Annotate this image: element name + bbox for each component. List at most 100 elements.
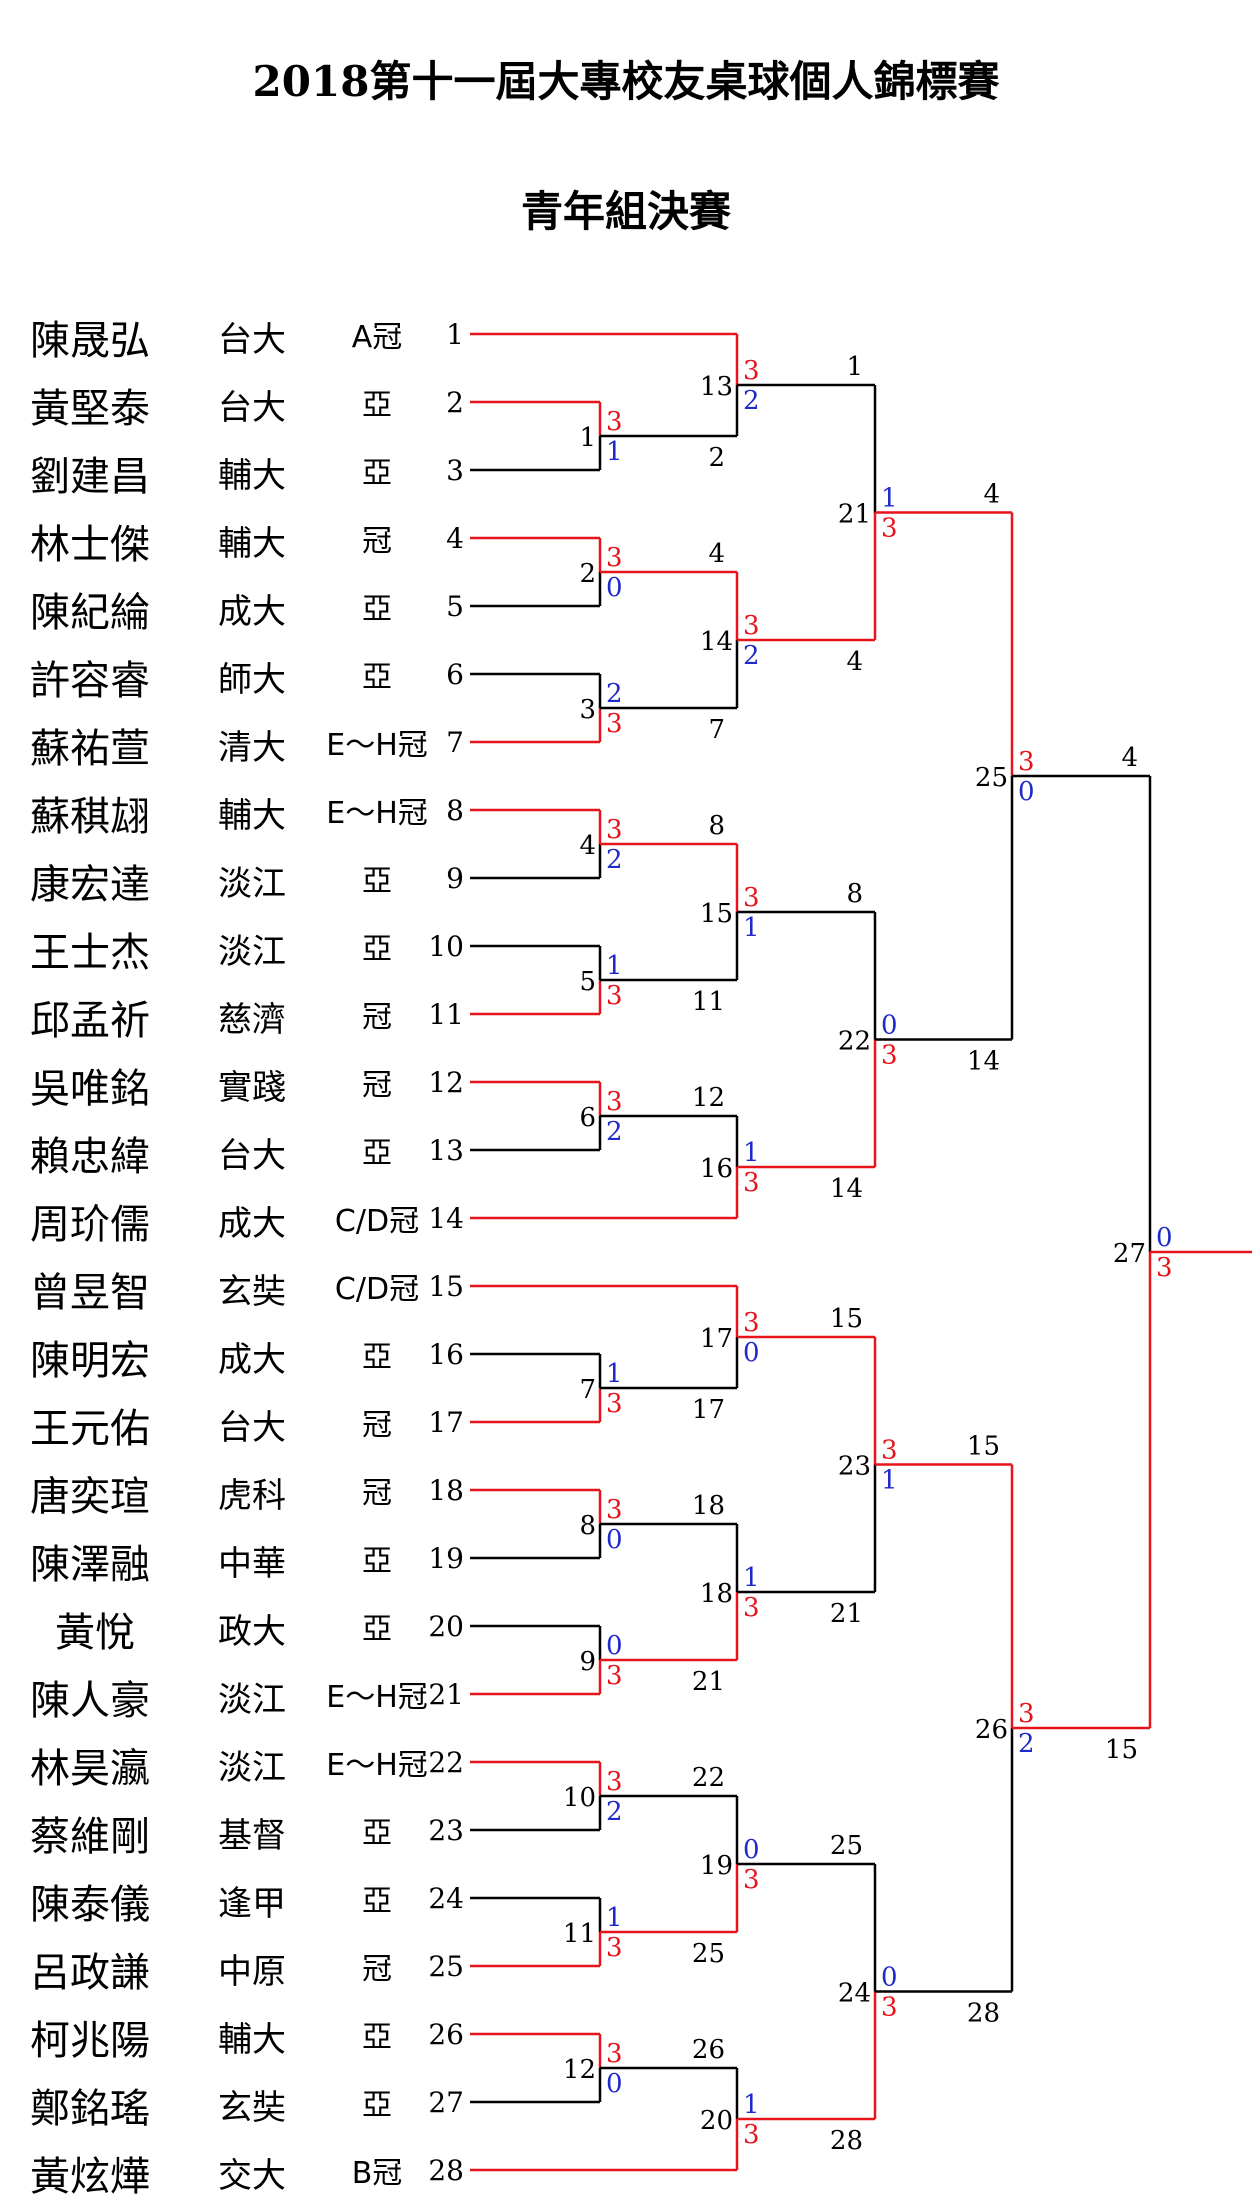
player-seed: 1 [446,318,464,351]
player-name: 蔡維剛 [30,1814,150,1860]
match-score: 0 [606,1525,623,1555]
match-score: 0 [1156,1223,1173,1253]
player-name: 劉建昌 [30,454,150,500]
match-score: 3 [606,1767,623,1797]
match-score: 2 [743,641,760,671]
player-seed: 5 [446,590,464,623]
player-qualifier: 冠 [362,1068,392,1103]
player-qualifier: 亞 [362,1612,392,1647]
match-score: 3 [743,883,760,913]
match-score: 2 [606,679,623,709]
player-qualifier: 亞 [362,864,392,899]
player-name: 陳泰儀 [30,1882,150,1928]
advance-label: 22 [692,1763,725,1793]
player-qualifier: 亞 [362,932,392,967]
player-qualifier: 亞 [362,660,392,695]
player-school: 慈濟 [218,1000,286,1040]
player-qualifier: 冠 [362,1408,392,1443]
player-school: 台大 [218,1408,286,1448]
player-name: 曾昱智 [30,1270,150,1316]
match-score: 2 [1018,1729,1035,1759]
match-score: 3 [1156,1253,1173,1283]
player-school: 虎科 [218,1476,286,1516]
player-seed: 23 [428,1814,464,1847]
match-score: 3 [743,1593,760,1623]
match-score: 0 [881,1011,898,1041]
player-school: 淡江 [218,864,286,904]
player-seed: 7 [446,726,464,759]
player-seed: 4 [446,522,464,555]
player-school: 中原 [218,1952,286,1992]
player-seed: 6 [446,658,464,691]
player-qualifier: 亞 [362,1340,392,1375]
player-seed: 11 [428,998,464,1031]
match-score: 1 [606,1359,623,1389]
match-score: 3 [606,1933,623,1963]
player-seed: 19 [428,1542,464,1575]
player-name: 林士傑 [30,522,150,568]
player-school: 清大 [218,728,286,768]
match-score: 1 [743,2090,760,2120]
player-seed: 17 [428,1406,464,1439]
player-school: 輔大 [218,2020,286,2060]
match-score: 0 [881,1963,898,1993]
player-seed: 3 [446,454,464,487]
advance-label: 17 [692,1395,725,1425]
match-score: 3 [881,1436,898,1466]
player-seed: 14 [428,1202,464,1235]
match-number: 7 [579,1375,596,1405]
match-score: 3 [881,514,898,544]
match-number: 14 [700,627,733,657]
match-number: 22 [838,1027,871,1057]
match-score: 1 [606,437,623,467]
player-school: 成大 [218,592,286,632]
player-qualifier: E～H冠 [326,728,428,763]
player-qualifier: B冠 [351,2156,403,2191]
match-number: 16 [700,1154,733,1184]
division-subtitle: 青年組決賽 [520,187,731,236]
match-score: 0 [606,573,623,603]
player-name: 蘇稘翃 [30,794,150,840]
player-name: 呂政謙 [30,1950,150,1996]
match-number: 23 [838,1452,871,1482]
player-qualifier: 冠 [362,1000,392,1035]
match-score: 3 [606,815,623,845]
player-school: 台大 [218,1136,286,1176]
match-score: 3 [743,1168,760,1198]
player-name: 邱孟祈 [30,998,150,1044]
player-school: 師大 [218,660,286,700]
match-score: 3 [881,1041,898,1071]
player-school: 成大 [218,1340,286,1380]
player-qualifier: 亞 [362,592,392,627]
player-name: 周玠儒 [30,1202,150,1248]
match-score: 2 [606,1117,623,1147]
match-score: 3 [606,543,623,573]
player-qualifier: 亞 [362,388,392,423]
match-number: 4 [579,831,596,861]
player-name: 陳晟弘 [30,318,150,364]
match-number: 1 [579,423,596,453]
player-school: 政大 [218,1612,286,1652]
player-seed: 24 [428,1882,464,1915]
player-qualifier: 冠 [362,1476,392,1511]
match-number: 25 [975,763,1008,793]
player-qualifier: 亞 [362,2020,392,2055]
player-school: 淡江 [218,1680,286,1720]
match-score: 1 [743,1138,760,1168]
player-seed: 28 [428,2154,464,2187]
player-school: 逢甲 [218,1884,286,1924]
match-score: 2 [743,386,760,416]
advance-label: 12 [692,1083,725,1113]
player-name: 賴忠緯 [30,1134,150,1180]
match-number: 10 [563,1783,596,1813]
player-qualifier: E～H冠 [326,1748,428,1783]
match-score: 0 [1018,777,1035,807]
match-score: 3 [743,611,760,641]
player-school: 台大 [218,388,286,428]
player-name: 鄭銘瑤 [30,2086,150,2132]
advance-label: 8 [846,879,863,909]
player-qualifier: 冠 [362,1952,392,1987]
match-score: 3 [606,709,623,739]
player-name: 許容睿 [30,658,150,704]
player-seed: 2 [446,386,464,419]
